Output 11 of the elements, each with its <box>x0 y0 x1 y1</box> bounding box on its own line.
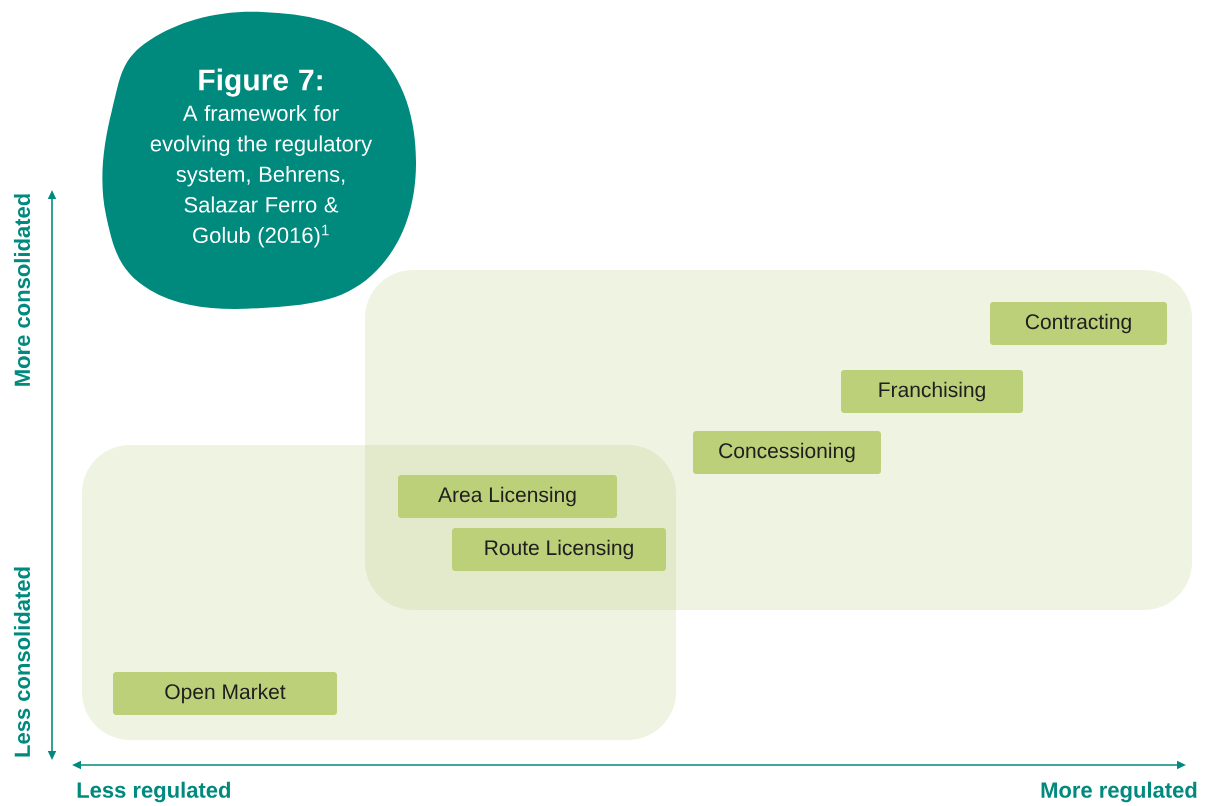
category-box: Concessioning <box>693 431 881 474</box>
category-box: Route Licensing <box>452 528 666 571</box>
category-box: Franchising <box>841 370 1023 413</box>
axis-label: More consolidated <box>13 194 31 386</box>
title-blob: Figure 7: A framework for evolving the regulatory system, Behrens, Salazar Ferro & Golub (2016)$^{1}$ <box>102 11 416 309</box>
category-box: Area Licensing <box>398 475 617 518</box>
axis-label: More regulated <box>1041 781 1197 803</box>
axis-label: Less consolidated <box>13 567 31 757</box>
category-box: Open Market <box>113 672 337 715</box>
axis-label: Less regulated <box>77 781 230 803</box>
category-box: Contracting <box>990 302 1167 345</box>
